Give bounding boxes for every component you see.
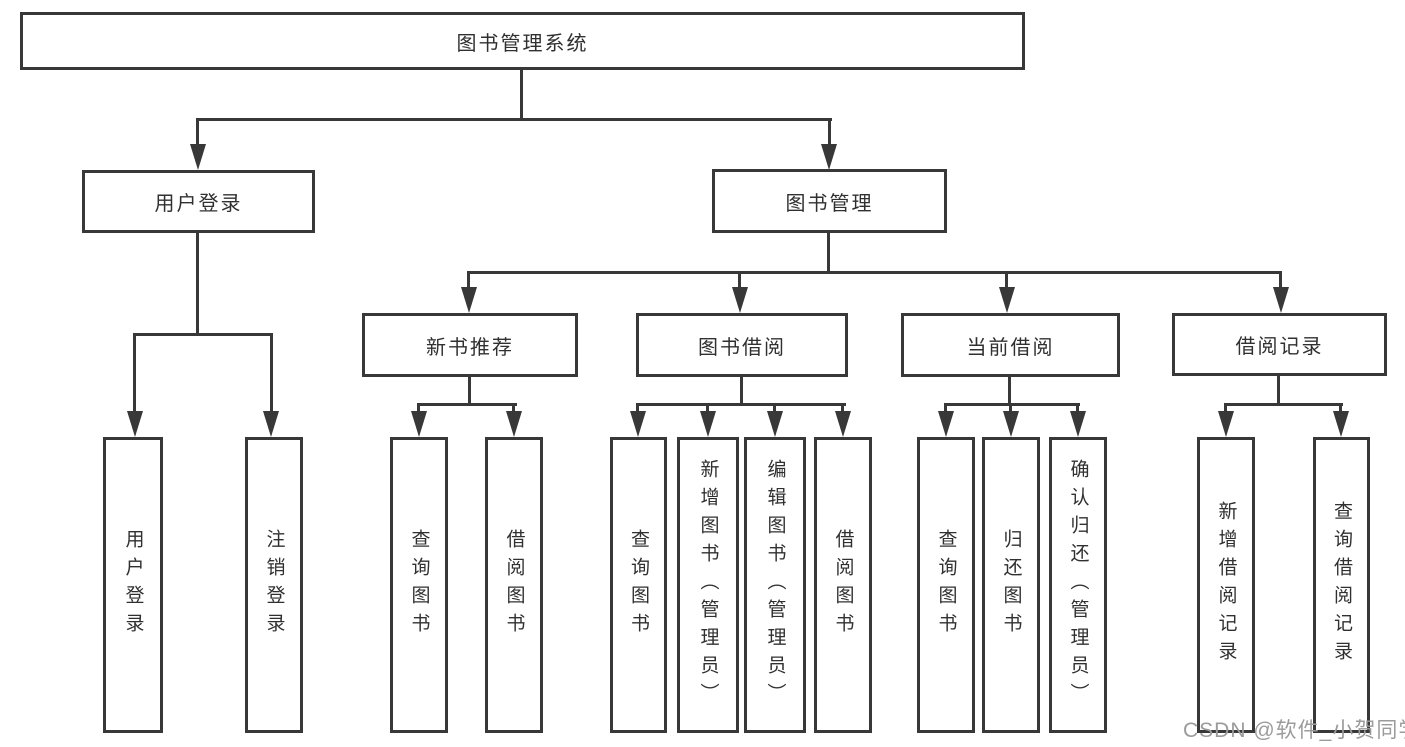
node-root: 图书管理系统 <box>20 12 1025 70</box>
arrow-down-icon <box>821 144 837 170</box>
arrow-down-icon <box>1218 411 1234 437</box>
node-current-borrow: 当前借阅 <box>901 313 1120 377</box>
arrow-down-icon <box>999 287 1015 313</box>
arrow-down-icon <box>1333 411 1349 437</box>
arrow-down-icon <box>411 411 427 437</box>
connector-stem <box>196 233 199 335</box>
arrow-down-icon <box>190 144 206 170</box>
connector-drop <box>706 406 709 411</box>
arrow-down-icon <box>767 411 783 437</box>
leaf-query-books-borrow: 查询图书 <box>610 437 667 733</box>
node-new-book-recommend: 新书推荐 <box>362 313 578 377</box>
connector-drop <box>841 406 844 411</box>
connector-drop <box>1339 406 1342 411</box>
arrow-down-icon <box>263 411 279 437</box>
connector-drop <box>196 121 199 146</box>
leaf-user-login: 用户登录 <box>103 437 163 733</box>
node-label: 借阅记录 <box>1235 336 1324 358</box>
connector-rail <box>133 333 273 336</box>
csdn-watermark: CSDN @软件_小贺同学 <box>1183 719 1405 742</box>
connector-drop <box>944 406 947 411</box>
arrow-down-icon <box>1070 411 1086 437</box>
leaf-add-book-admin: 新增图书（管理员） <box>677 437 739 733</box>
arrow-down-icon <box>1273 287 1289 313</box>
leaf-query-books-current: 查询图书 <box>917 437 975 733</box>
connector-drop <box>467 274 470 287</box>
connector-drop <box>417 406 420 411</box>
arrow-down-icon <box>461 287 477 313</box>
connector-stem <box>520 70 523 120</box>
node-label: 用户登录 <box>154 193 243 215</box>
leaf-confirm-return-admin: 确认归还（管理员） <box>1049 437 1107 733</box>
node-label: 当前借阅 <box>966 336 1055 359</box>
connector-rail <box>467 271 1282 274</box>
connector-rail <box>944 403 1080 406</box>
arrow-down-icon <box>938 411 954 437</box>
node-label: 注销登录 <box>263 529 285 641</box>
node-book-management: 图书管理 <box>712 169 947 233</box>
node-borrow-records: 借阅记录 <box>1172 313 1387 376</box>
node-label: 新增图书（管理员） <box>697 459 719 711</box>
leaf-edit-book-admin: 编辑图书（管理员） <box>744 437 806 733</box>
connector-drop <box>270 336 273 411</box>
connector-drop <box>636 406 639 411</box>
leaf-query-borrow-record: 查询借阅记录 <box>1313 437 1370 733</box>
leaf-return-book: 归还图书 <box>982 437 1040 733</box>
leaf-add-borrow-record: 新增借阅记录 <box>1197 437 1255 733</box>
node-label: 查询图书 <box>935 529 957 641</box>
node-label: 借阅图书 <box>832 529 854 641</box>
leaf-borrow-books-recommend: 借阅图书 <box>485 437 543 733</box>
connector-stem <box>1008 377 1011 405</box>
node-user-login: 用户登录 <box>82 170 315 233</box>
connector-stem <box>827 233 830 273</box>
connector-stem <box>468 377 471 405</box>
arrow-down-icon <box>835 411 851 437</box>
connector-stem <box>740 377 743 405</box>
node-label: 查询借阅记录 <box>1331 501 1352 669</box>
node-label: 查询图书 <box>628 529 649 641</box>
node-label: 新书推荐 <box>426 336 514 359</box>
leaf-query-books-recommend: 查询图书 <box>390 437 448 733</box>
connector-rail <box>417 403 517 406</box>
connector-drop <box>773 406 776 411</box>
node-label: 归还图书 <box>1000 529 1022 641</box>
node-label: 编辑图书（管理员） <box>764 459 786 711</box>
connector-drop <box>738 274 741 287</box>
connector-drop <box>1224 406 1227 411</box>
connector-drop <box>512 406 515 411</box>
connector-rail <box>196 118 832 121</box>
arrow-down-icon <box>700 411 716 437</box>
connector-rail <box>1224 403 1343 406</box>
node-label: 用户登录 <box>122 529 144 641</box>
node-root-label: 图书管理系统 <box>456 32 589 55</box>
arrow-down-icon <box>1003 411 1019 437</box>
leaf-logout: 注销登录 <box>245 437 303 733</box>
node-book-borrow: 图书借阅 <box>636 313 848 377</box>
leaf-borrow-books: 借阅图书 <box>814 437 872 733</box>
connector-drop <box>1005 274 1008 287</box>
connector-drop <box>1009 406 1012 411</box>
arrow-down-icon <box>630 411 646 437</box>
arrow-down-icon <box>127 411 143 437</box>
node-label: 新增借阅记录 <box>1215 501 1237 669</box>
node-label: 查询图书 <box>408 529 430 641</box>
node-label: 图书借阅 <box>698 336 786 359</box>
arrow-down-icon <box>732 287 748 313</box>
connector-drop <box>1279 274 1282 287</box>
connector-rail <box>636 403 846 406</box>
connector-drop <box>828 121 831 146</box>
node-label: 图书管理 <box>785 192 874 215</box>
node-label: 借阅图书 <box>503 529 525 641</box>
connector-drop <box>133 336 136 411</box>
arrow-down-icon <box>506 411 522 437</box>
connector-drop <box>1076 406 1079 411</box>
connector-stem <box>1277 376 1280 405</box>
node-label: 确认归还（管理员） <box>1067 459 1089 711</box>
